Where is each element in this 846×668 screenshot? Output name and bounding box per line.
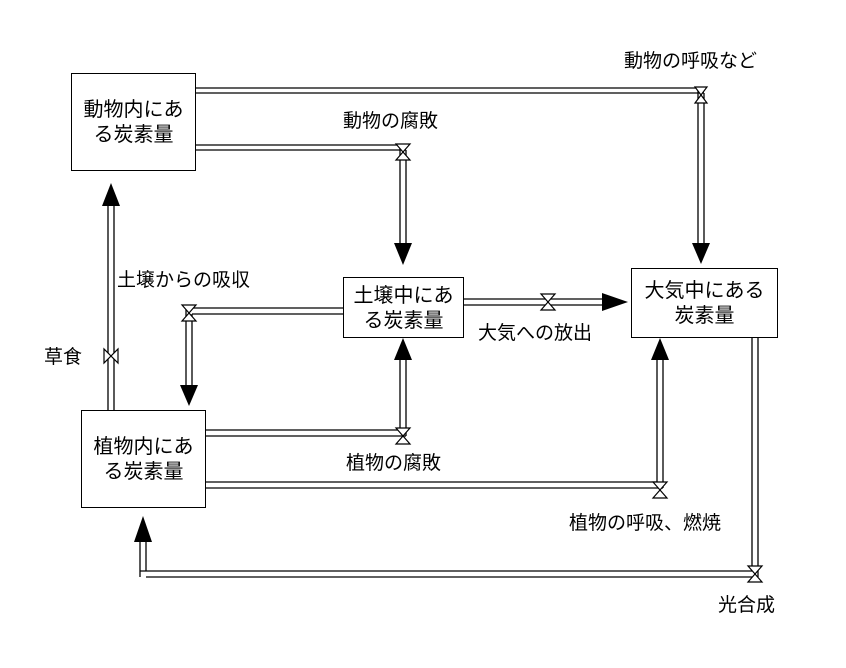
- stock-plant-label-line1: 植物内にあ: [93, 434, 194, 458]
- stock-soil-label-line1: 土壌中にあ: [353, 282, 454, 307]
- valve-icon: [394, 143, 412, 153]
- stock-atmosphere-carbon: 大気中にある炭素量: [631, 268, 778, 338]
- valve-icon: [746, 565, 764, 575]
- stock-plant-carbon: 植物内にある炭素量: [81, 410, 206, 508]
- flow-label-soil-absorption: 土壌からの吸収: [117, 269, 251, 291]
- valve-icon: [103, 347, 112, 365]
- stock-animal-carbon: 動物内にある炭素量: [71, 73, 196, 171]
- stock-atmosphere-label-line2: 炭素量: [674, 303, 735, 327]
- flow-label-plant-respiration-combustion: 植物の呼吸、燃焼: [569, 512, 722, 534]
- flow-label-release-to-atmosphere: 大気への放出: [478, 322, 593, 344]
- flow-grazing: [102, 183, 120, 410]
- stock-animal-label-line2: る炭素量: [93, 122, 174, 146]
- valve-icon: [539, 293, 557, 303]
- flow-label-animal-respiration: 動物の呼吸など: [624, 50, 758, 72]
- flow-soil-absorption: [180, 304, 343, 406]
- flow-plant-respiration-combustion: [205, 338, 669, 499]
- stock-atmosphere-label-line1: 大気中にある: [644, 278, 765, 302]
- flow-photosynthesis: [134, 337, 764, 583]
- stock-animal-label-line1: 動物内にあ: [83, 97, 184, 121]
- flow-label-grazing: 草食: [44, 346, 83, 368]
- stock-soil-label-line2: る炭素量: [363, 307, 444, 332]
- stock-plant-label-line2: る炭素量: [103, 459, 184, 483]
- flow-animal-respiration: [195, 86, 710, 264]
- valve-icon: [693, 86, 709, 96]
- valve-icon: [180, 304, 198, 314]
- valve-icon: [394, 427, 412, 437]
- stock-soil-carbon: 土壌中にある炭素量: [343, 277, 464, 338]
- valve-icon: [651, 481, 669, 491]
- flow-label-photosynthesis: 光合成: [718, 594, 776, 616]
- flow-label-animal-decay: 動物の腐敗: [343, 110, 439, 132]
- flow-label-plant-decay: 植物の腐敗: [346, 452, 442, 474]
- flow-animal-decay: [195, 143, 412, 265]
- flow-release-to-atmosphere: [463, 293, 628, 311]
- flow-plant-decay: [205, 338, 412, 445]
